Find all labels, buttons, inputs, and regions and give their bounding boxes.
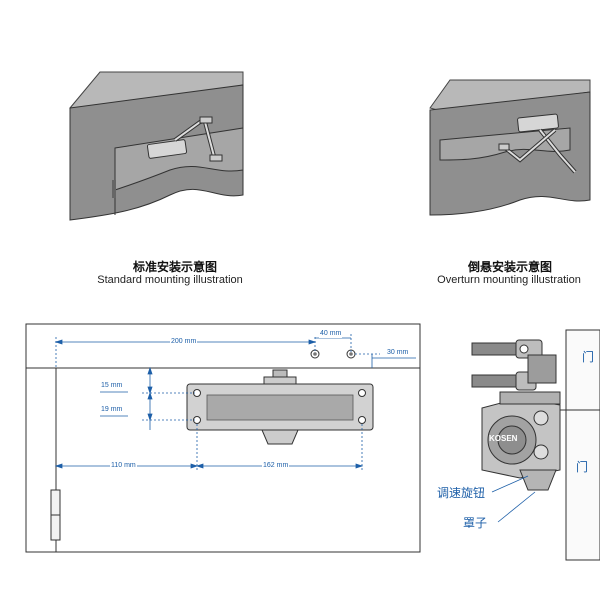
overturn-caption-en: Overturn mounting illustration bbox=[437, 274, 581, 286]
dimension-drawing bbox=[25, 323, 421, 553]
dimension-19mm: 19 mm bbox=[100, 406, 124, 414]
cover-label: 罩子 bbox=[463, 516, 488, 530]
door-label-top: 门 bbox=[582, 350, 595, 364]
dimension-110mm: 110 mm bbox=[110, 462, 137, 470]
speed-knob-label: 调速旋钮 bbox=[437, 486, 486, 500]
door-label-bottom: 门 bbox=[576, 460, 589, 474]
standard-mounting-illustration bbox=[69, 71, 244, 221]
overturn-caption-zh: 倒悬安装示意图 bbox=[467, 260, 552, 274]
dimension-162mm: 162 mm bbox=[262, 462, 290, 470]
overturn-mounting-illustration bbox=[429, 79, 591, 216]
standard-caption-en: Standard mounting illustration bbox=[97, 274, 243, 286]
dimension-15mm: 15 mm bbox=[100, 382, 124, 390]
dimension-30mm: 30 mm bbox=[386, 349, 410, 357]
dimension-200mm: 200 mm bbox=[170, 338, 198, 346]
closer-detail-illustration bbox=[471, 329, 600, 561]
brand-mark: KOSEN bbox=[489, 434, 518, 443]
standard-caption-zh: 标准安装示意图 bbox=[132, 260, 217, 274]
dimension-40mm: 40 mm bbox=[319, 330, 343, 338]
